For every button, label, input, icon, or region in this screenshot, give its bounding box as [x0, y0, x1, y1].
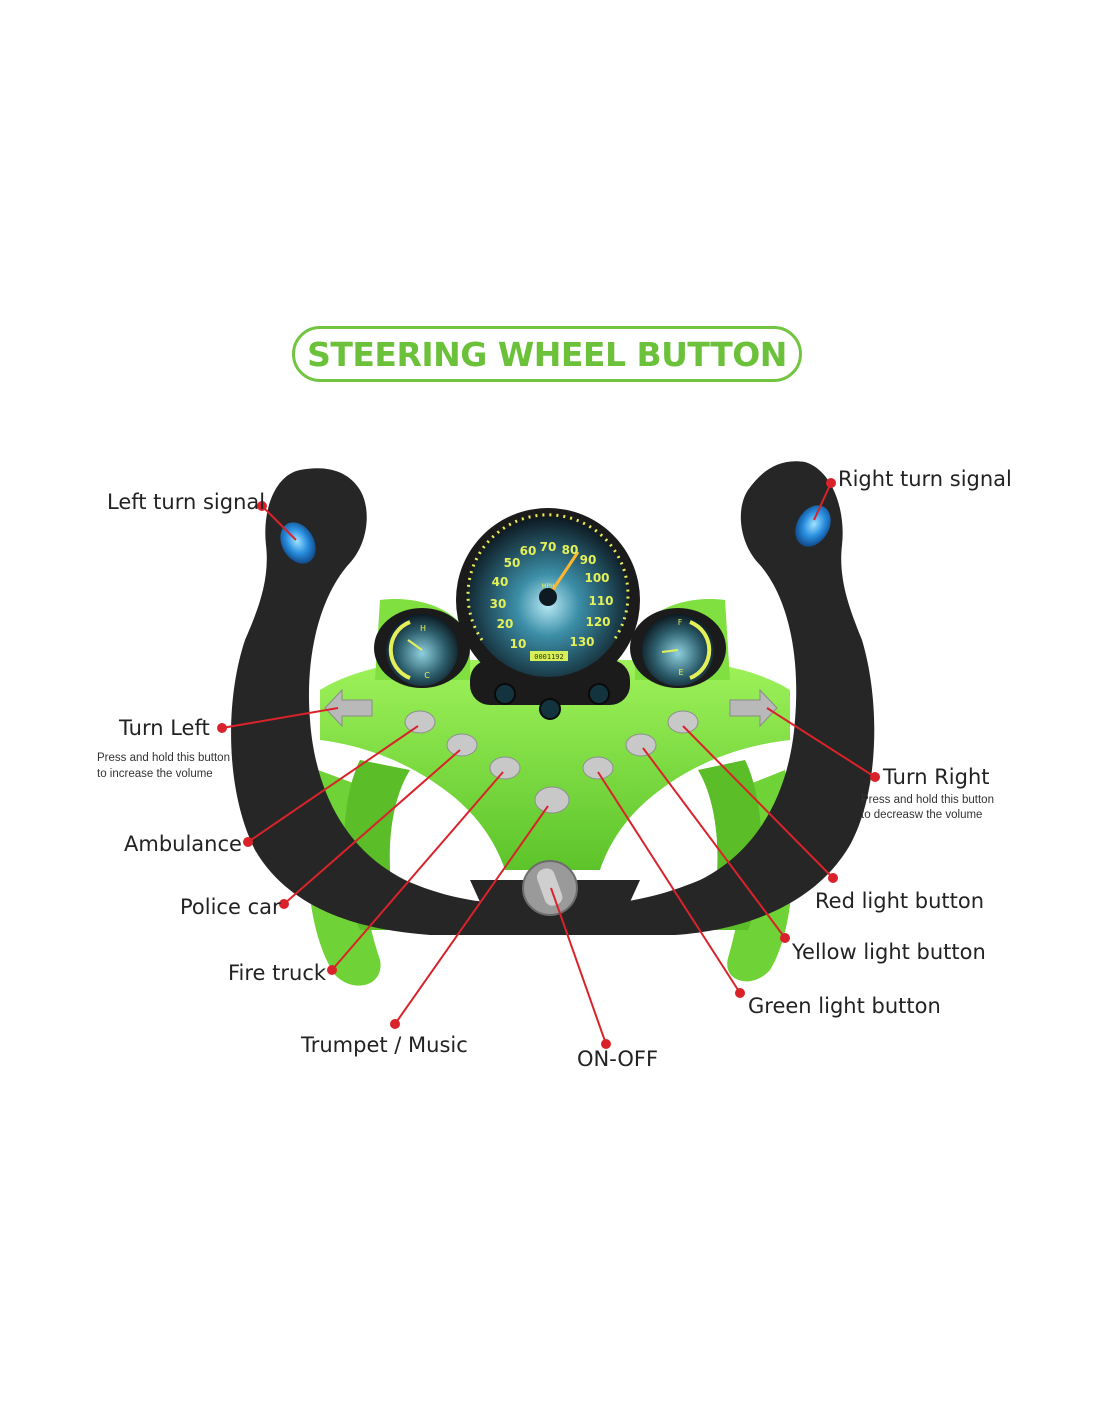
ambulance-label: Ambulance — [124, 832, 242, 856]
speedometer: 10 20 30 40 50 60 70 80 90 100 110 120 1… — [466, 513, 630, 677]
fuel-gauge: F E — [642, 614, 714, 686]
right-turn-signal-label: Right turn signal — [838, 467, 1012, 491]
turn-right-button[interactable] — [729, 688, 778, 728]
speed-tick-100: 100 — [584, 571, 609, 585]
speed-tick-70: 70 — [540, 540, 557, 554]
temp-low-label: C — [424, 671, 430, 680]
right-turn-signal-light[interactable] — [788, 499, 838, 553]
temp-high-label: H — [420, 624, 426, 633]
speed-tick-120: 120 — [585, 615, 610, 629]
speed-tick-20: 20 — [497, 617, 514, 631]
green-light-button-label: Green light button — [748, 994, 941, 1018]
trumpet-music-button[interactable] — [534, 786, 570, 814]
police-car-label: Police car — [180, 895, 281, 919]
fuel-full-label: F — [678, 618, 683, 627]
fire-truck-button[interactable] — [489, 756, 521, 780]
speed-tick-90: 90 — [580, 553, 597, 567]
speed-tick-50: 50 — [504, 556, 521, 570]
fuel-empty-label: E — [678, 668, 683, 677]
yellow-light-button-label: Yellow light button — [792, 940, 986, 964]
turn-left-button[interactable] — [324, 688, 373, 728]
trumpet-music-label: Trumpet / Music — [301, 1033, 468, 1057]
red-light-button[interactable] — [667, 710, 699, 734]
left-turn-signal-label: Left turn signal — [107, 490, 266, 514]
fire-truck-label: Fire truck — [228, 961, 327, 985]
turn-left-note-line-1: Press and hold this button — [97, 752, 230, 764]
temperature-gauge: H C — [386, 614, 458, 686]
speed-unit: MPH — [541, 583, 554, 590]
turn-right-note-line-1: Press and hold this button — [861, 794, 994, 806]
title-banner: STEERING WHEEL BUTTON — [292, 326, 802, 382]
turn-right-note-line-2: to decreasw the volume — [861, 809, 983, 821]
on-off-label: ON-OFF — [577, 1047, 659, 1071]
turn-left-label: Turn Left — [119, 716, 210, 740]
speed-tick-110: 110 — [588, 594, 613, 608]
red-light-button-label: Red light button — [815, 889, 985, 913]
speed-tick-30: 30 — [490, 597, 507, 611]
green-light-button[interactable] — [582, 756, 614, 780]
ambulance-button[interactable] — [404, 710, 436, 734]
speed-tick-10: 10 — [510, 637, 527, 651]
indicator-lights — [494, 683, 610, 720]
on-off-knob[interactable] — [522, 860, 578, 916]
speed-tick-40: 40 — [492, 575, 509, 589]
yellow-light-button[interactable] — [625, 733, 657, 757]
page-title: STEERING WHEEL BUTTON — [307, 334, 787, 374]
speed-tick-130: 130 — [569, 635, 594, 649]
turn-right-label: Turn Right — [883, 765, 990, 789]
speed-tick-60: 60 — [520, 544, 537, 558]
speed-tick-80: 80 — [562, 543, 579, 557]
turn-left-note-line-2: to increase the volume — [97, 768, 213, 780]
callout-leaders — [217, 478, 880, 1049]
police-car-button[interactable] — [446, 733, 478, 757]
odometer-readout: 0001192 — [534, 653, 564, 661]
